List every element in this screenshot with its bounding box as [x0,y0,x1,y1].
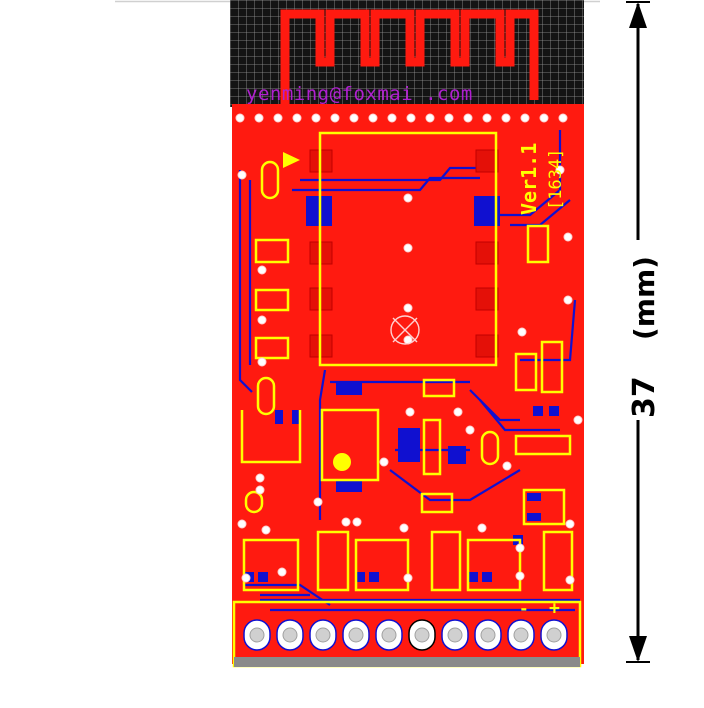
board-bottom-edge [234,657,580,667]
header-pin-row [243,619,568,651]
header-pin [243,619,271,651]
header-pin [309,619,337,651]
header-pin [507,619,535,651]
silkscreen-outlines [232,131,582,668]
via-holes [235,113,583,585]
code-silkscreen-text: [1634] [546,149,566,210]
dimension-indicator [626,1,650,663]
header-pin [474,619,502,651]
fiducial-cross-mark [390,315,420,345]
email-silkscreen-text: yenming@foxmai .com [246,83,473,105]
header-pin [540,619,568,651]
header-pin [342,619,370,651]
pin1-marker [283,152,300,168]
dimension-unit-text: (mm) [628,256,661,340]
dimension-value-text: 37 [627,376,662,418]
meander-antenna-trace [280,9,539,108]
header-pin [375,619,403,651]
module-pads [309,149,499,358]
bottom-layer-traces [238,130,580,612]
header-pin [441,619,469,651]
header-plus-label: + [549,598,560,619]
header-pin [276,619,304,651]
header-pin [408,619,436,651]
ic-pin1-dot [333,453,351,471]
version-silkscreen-text: Ver1.1 [517,143,541,215]
header-minus-label: - [519,599,529,618]
